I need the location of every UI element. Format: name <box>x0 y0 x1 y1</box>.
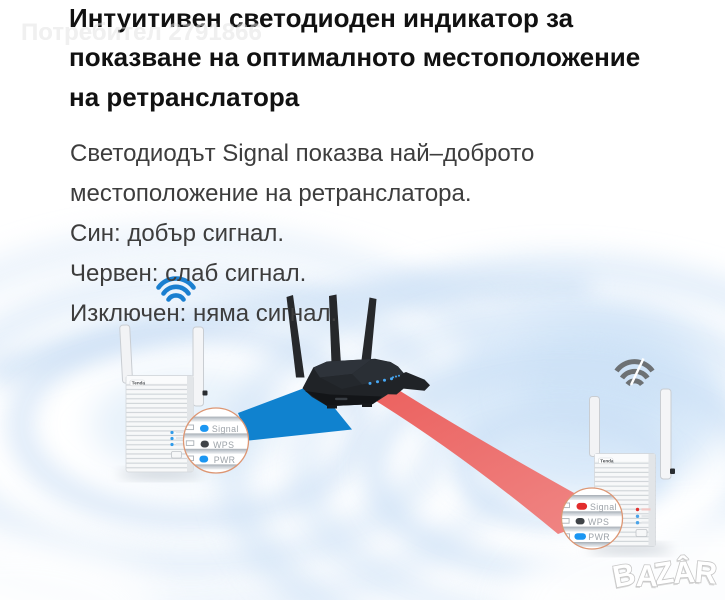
svg-text:Signal: Signal <box>212 424 239 434</box>
svg-text:PWR: PWR <box>214 455 236 465</box>
svg-text:Signal: Signal <box>590 502 617 512</box>
svg-text:Tenda: Tenda <box>600 459 614 464</box>
svg-text:Tenda: Tenda <box>132 381 146 386</box>
svg-text:WPS: WPS <box>213 440 234 450</box>
svg-text:PWR: PWR <box>588 532 610 542</box>
svg-text:WPS: WPS <box>588 517 609 527</box>
